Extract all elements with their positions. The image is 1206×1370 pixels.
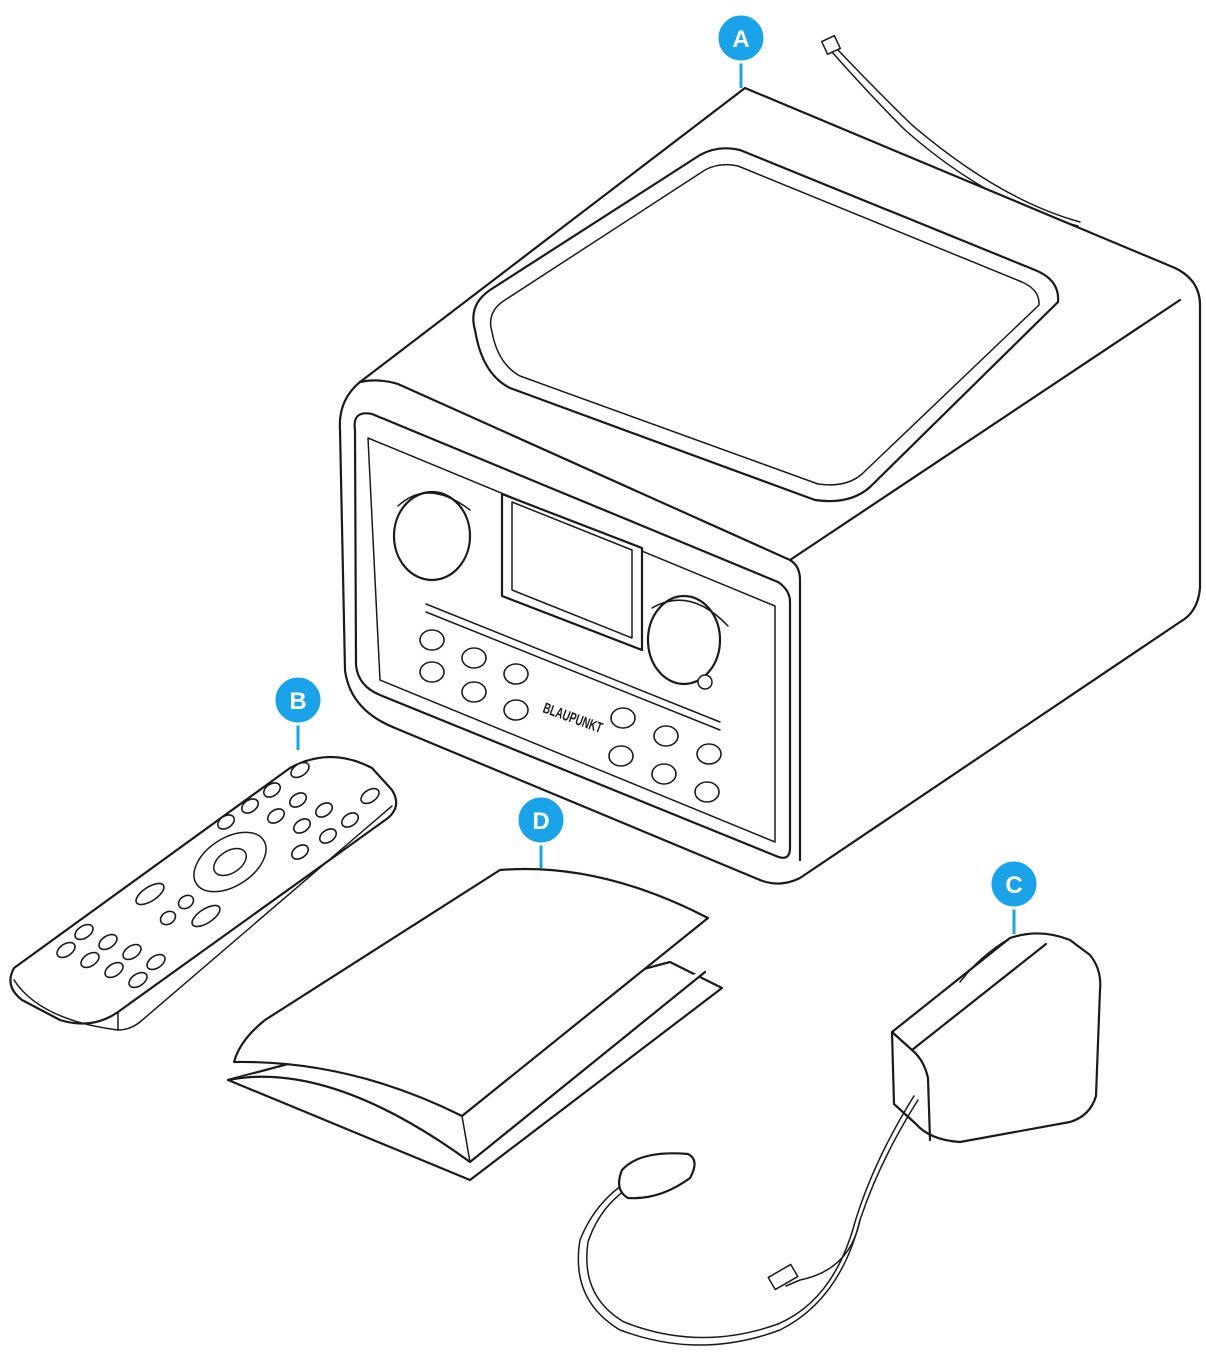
remote-buttons <box>56 761 380 989</box>
radio-unit: BLAUPUNKT <box>338 34 1202 885</box>
callout-d-badge <box>515 794 567 846</box>
tuning-knob <box>646 594 729 690</box>
display-screen <box>500 492 644 652</box>
callout-b-badge <box>272 674 324 726</box>
cd-slot <box>425 603 721 723</box>
callout-d-label: D <box>532 808 549 835</box>
callout-c-label: C <box>1005 872 1022 899</box>
callout-a: A <box>715 12 767 88</box>
callout-d: D <box>515 794 567 868</box>
user-manual <box>226 867 724 1182</box>
remote-control <box>9 755 398 1031</box>
callout-a-badge <box>715 12 767 64</box>
callout-b-label: B <box>289 688 306 715</box>
power-cable <box>577 1099 919 1346</box>
front-buttons <box>419 629 722 803</box>
callout-c: C <box>988 858 1040 934</box>
callout-b: B <box>272 674 324 750</box>
volume-knob <box>392 490 472 582</box>
top-panel <box>472 147 1060 503</box>
power-adapter <box>577 932 1102 1346</box>
callout-a-label: A <box>732 26 749 53</box>
callout-c-badge <box>988 858 1040 910</box>
